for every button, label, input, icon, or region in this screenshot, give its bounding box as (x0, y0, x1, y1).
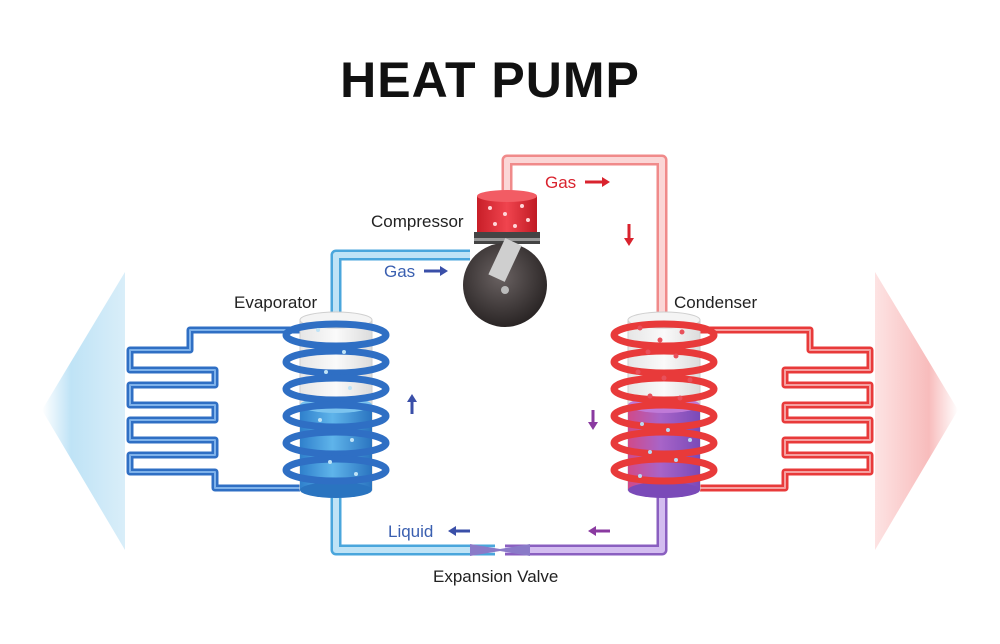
evaporator (282, 311, 390, 498)
flow-arrow-gas-hot (585, 177, 610, 187)
compressor (463, 190, 547, 327)
flow-arrow-down-mixed (588, 410, 598, 430)
evaporator-label: Evaporator (234, 293, 317, 312)
flow-arrow-gas-cold (424, 266, 448, 276)
warm-air-arrow (875, 272, 958, 550)
compressor-label: Compressor (371, 212, 464, 231)
condenser-label: Condenser (674, 293, 758, 312)
gas-hot-label: Gas (545, 173, 576, 192)
flow-arrow-liquid (448, 526, 470, 536)
page-title: HEAT PUMP (340, 52, 640, 108)
expansion-valve-label: Expansion Valve (433, 567, 558, 586)
mixed-pipe (505, 495, 668, 556)
condenser (610, 311, 718, 498)
cold-air-arrow (42, 272, 125, 550)
flow-arrow-up-cold (407, 394, 417, 414)
liquid-label: Liquid (388, 522, 433, 541)
flow-arrow-down-hot (624, 224, 634, 246)
gas-cold-label: Gas (384, 262, 415, 281)
expansion-valve (470, 544, 530, 556)
flow-arrow-left-mixed (588, 526, 610, 536)
